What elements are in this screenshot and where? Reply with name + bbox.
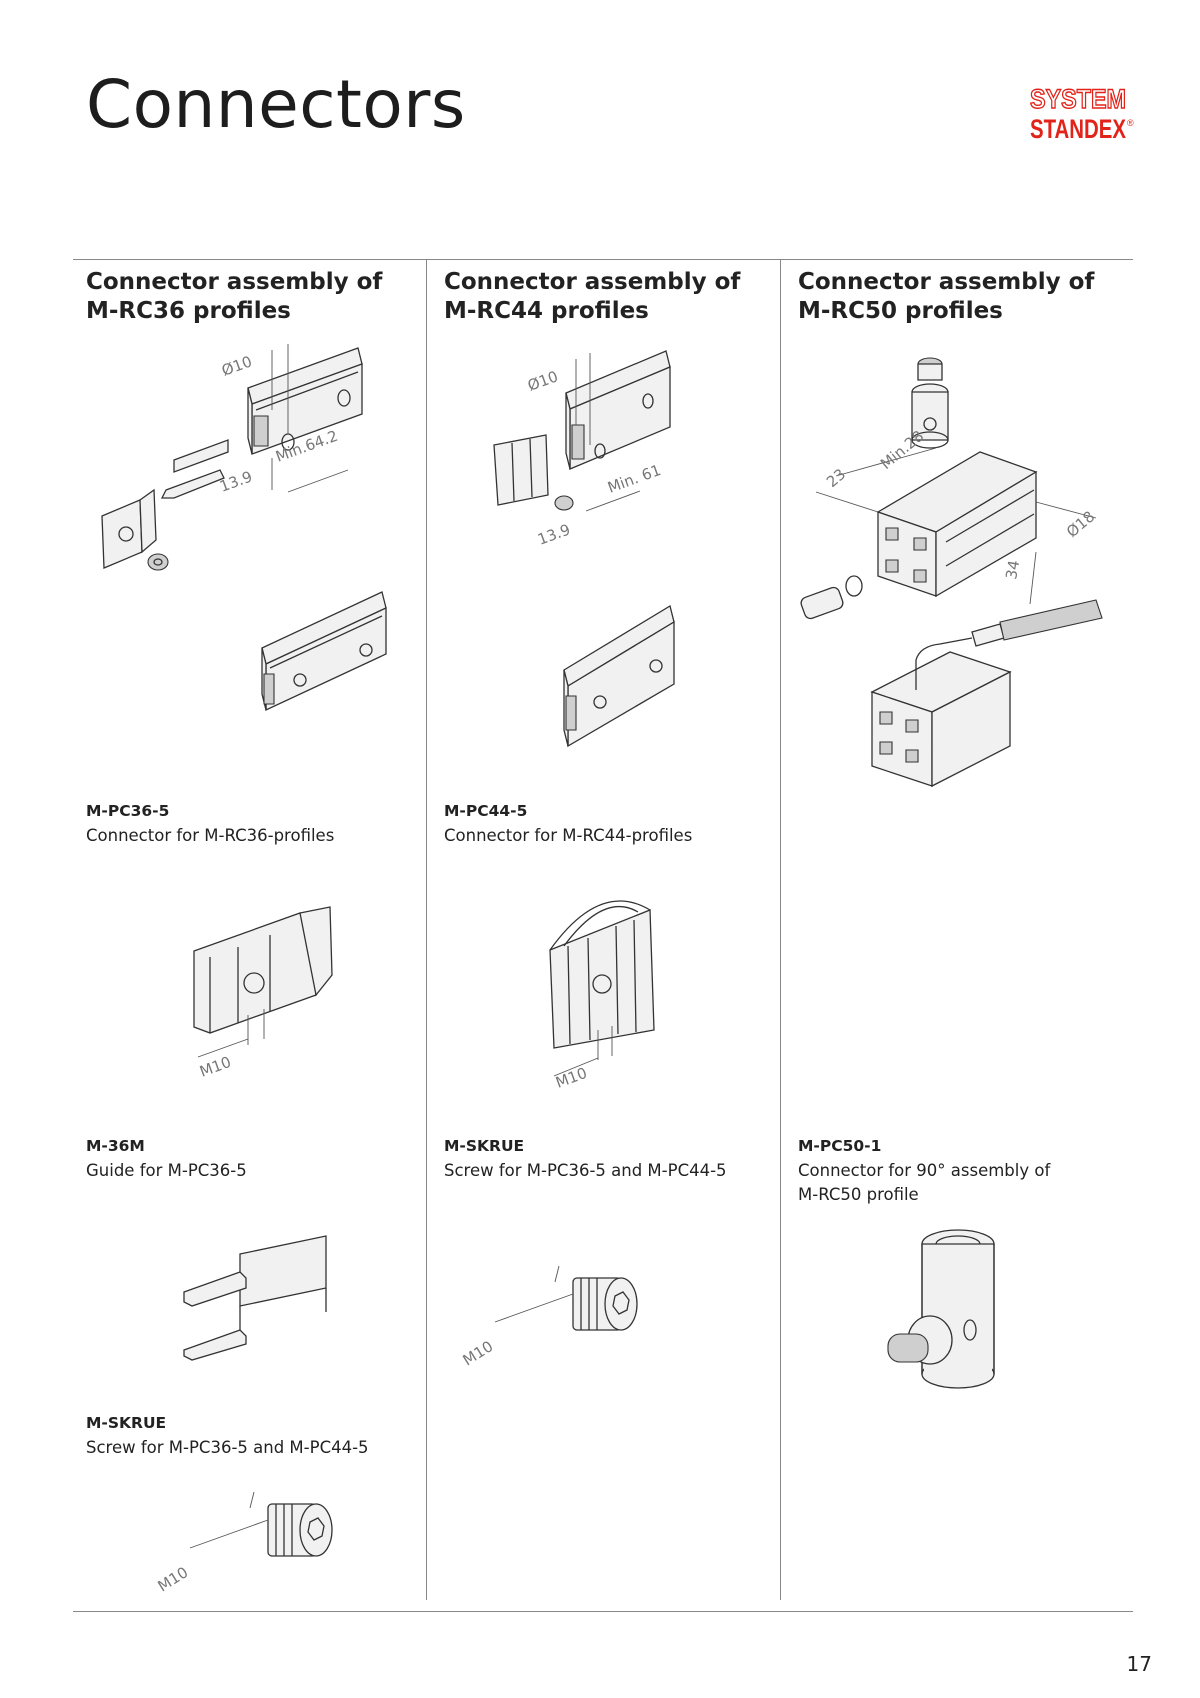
column-divider-1 — [426, 260, 427, 1600]
m-rc50-with-hex-key-drawing — [860, 610, 1120, 810]
column-1-heading-line1: Connector assembly of — [86, 269, 383, 295]
item-code-m-skrue-col2: M-SKRUE — [444, 1137, 525, 1155]
m-36m-guide-drawing: M10 — [190, 905, 360, 1081]
page-number: 17 — [1126, 1652, 1152, 1676]
column-1-heading: Connector assembly of M-RC36 profiles — [86, 268, 382, 326]
dim-diameter-10-col2: Ø10 — [525, 367, 560, 394]
dim-m10-screw-col2: M10 — [460, 1337, 497, 1369]
dim-m10-guide: M10 — [197, 1053, 233, 1081]
dim-min-28: Min.28 — [877, 427, 927, 473]
logo-line1: SYSTEM — [1030, 84, 1126, 114]
m-pc36-5-assembled-drawing — [258, 580, 398, 720]
dim-m10-screw-col1: M10 — [155, 1563, 192, 1595]
m-pc44-5-connector-drawing: M10 — [540, 880, 680, 1092]
system-standex-logo: SYSTEM STANDEX ® — [1029, 83, 1134, 144]
dim-m10-connector-col2: M10 — [553, 1064, 589, 1092]
m-skrue-screw-drawing-col1: M10 — [155, 1488, 350, 1595]
bottom-rule — [73, 1611, 1133, 1612]
logo-registered-mark: ® — [1127, 118, 1134, 128]
column-3-heading: Connector assembly of M-RC50 profiles — [798, 268, 1094, 326]
column-1-heading-line2: M-RC36 profiles — [86, 298, 291, 324]
page-title: Connectors — [86, 66, 466, 143]
dim-diameter-18: Ø18 — [1063, 507, 1098, 541]
item-desc-m-skrue-col2: Screw for M-PC36-5 and M-PC44-5 — [444, 1161, 727, 1180]
column-2-heading-line2: M-RC44 profiles — [444, 298, 649, 324]
m-pc44-5-assembled-drawing — [560, 598, 690, 748]
item-desc-m-skrue-col1: Screw for M-PC36-5 and M-PC44-5 — [86, 1438, 369, 1457]
column-2-heading: Connector assembly of M-RC44 profiles — [444, 268, 740, 326]
item-code-m-36m: M-36M — [86, 1137, 145, 1155]
item-desc-m-pc50-1: Connector for 90° assembly of M-RC50 pro… — [798, 1159, 1050, 1207]
item-code-m-pc36-5: M-PC36-5 — [86, 802, 170, 820]
dim-13-9: 13.9 — [217, 467, 255, 495]
item-code-m-pc44-5: M-PC44-5 — [444, 802, 528, 820]
dim-min-61: Min. 61 — [605, 461, 663, 497]
item-desc-m-pc44-5: Connector for M-RC44-profiles — [444, 826, 693, 845]
column-3-heading-line2: M-RC50 profiles — [798, 298, 1003, 324]
m-skrue-screw-drawing-col2: M10 — [460, 1262, 655, 1369]
m-pc50-1-connector-drawing — [878, 1226, 1018, 1406]
item-desc-m-pc36-5: Connector for M-RC36-profiles — [86, 826, 335, 845]
item-desc-m-pc50-1-line2: M-RC50 profile — [798, 1185, 919, 1204]
logo-line2: STANDEX — [1030, 114, 1126, 144]
item-desc-m-pc50-1-line1: Connector for 90° assembly of — [798, 1161, 1051, 1180]
item-code-m-skrue-col1: M-SKRUE — [86, 1414, 167, 1432]
m-rc44-exploded-assembly-drawing: Ø10 Min. 61 13.9 — [490, 345, 690, 549]
dim-34: 34 — [1002, 559, 1023, 581]
dim-13-9-col2: 13.9 — [535, 520, 573, 548]
item-code-m-pc50-1: M-PC50-1 — [798, 1137, 882, 1155]
dim-23: 23 — [823, 465, 849, 491]
m-rc50-exploded-assembly-drawing: 23 Min.28 Ø18 34 — [786, 352, 1098, 652]
top-rule — [73, 259, 1133, 260]
item-desc-m-36m: Guide for M-PC36-5 — [86, 1161, 247, 1180]
column-3-heading-line1: Connector assembly of — [798, 269, 1095, 295]
guide-bracket-drawing — [180, 1232, 340, 1362]
column-divider-2 — [780, 260, 781, 1600]
column-2-heading-line1: Connector assembly of — [444, 269, 741, 295]
m-rc36-exploded-assembly-drawing: Ø10 Min.64.2 13.9 — [96, 340, 406, 580]
dim-diameter-10: Ø10 — [219, 352, 254, 379]
